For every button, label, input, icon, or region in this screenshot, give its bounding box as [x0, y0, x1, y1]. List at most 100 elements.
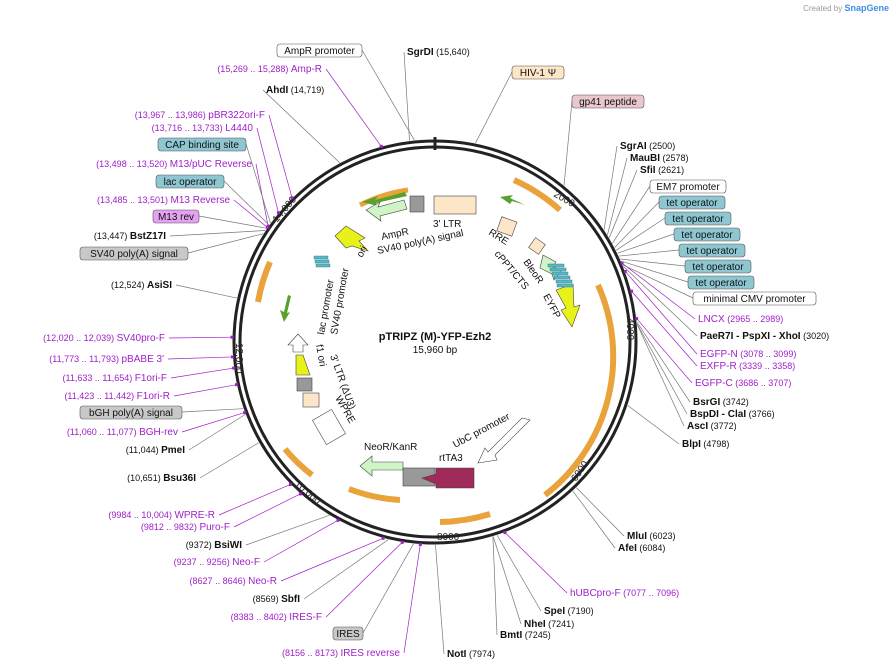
feature-ori-arrow [334, 225, 369, 252]
box-label-tet-operator-10: tet operator [666, 198, 718, 209]
box-tet-operator-12 [673, 227, 741, 242]
tick-label-12000: 12,000 [233, 343, 244, 374]
leader-box-em7-promoter-9 [612, 185, 651, 244]
site-pos-mlui: (6023) [647, 531, 676, 541]
leader-site-maubi [607, 157, 628, 235]
site-name-spei: SpeI [544, 606, 565, 617]
primer-name-lncx: LNCX [698, 314, 725, 325]
leader-site-mlui [576, 487, 625, 537]
site-pos-bmti: (7245) [522, 630, 551, 640]
primer-name-f1ori-r: F1ori-R [137, 391, 170, 402]
box-label-cap-binding-site-1: CAP binding site [165, 140, 239, 151]
leader-primer-puro-f [233, 493, 301, 528]
box-minimal-cmv-promoter-16 [692, 291, 817, 306]
site-bsu36i: (10,651) Bsu36I [127, 473, 196, 484]
feature-bleor-arrow [500, 195, 525, 205]
box-tet-operator-11 [664, 211, 732, 226]
feature-label-eyfp: EYFP [540, 292, 562, 321]
box-hiv-1-7 [511, 65, 565, 80]
site-name-bsu36i: Bsu36I [163, 473, 196, 484]
leader-primer-neo-f [263, 519, 339, 563]
box-label-sv40-poly-a-signal-4: SV40 poly(A) signal [90, 249, 178, 260]
leader-box-minimal-cmv-promoter-16 [622, 264, 694, 299]
leader-box-sv40-poly-a-signal-4 [187, 233, 264, 254]
snapgene-logo: SnapGene [844, 3, 889, 13]
leader-box-tet-operator-10 [614, 201, 660, 248]
site-pos-pmei: (11,044) [126, 445, 161, 455]
box-label-m13-rev-3: M13 rev [158, 212, 194, 223]
primer-pos-pbabe-3: (11,773 .. 11,793) [49, 354, 121, 364]
site-pos-nhei: (7241) [546, 619, 575, 629]
site-pos-bspdi-clai: (3766) [746, 409, 775, 419]
leader-primer-sv40pro-f [168, 336, 233, 339]
feature-label-f1ori: f1 ori [313, 344, 328, 368]
primer-name-pbabe-3: pBABE 3' [122, 354, 165, 365]
annotation-layer: SgrDI (15,640)AhdI (14,719)(13,447) BstZ… [43, 43, 829, 660]
leader-primer-egfp-c [636, 318, 693, 384]
leader-box-ampr-promoter-0 [361, 49, 415, 141]
site-name-nhei: NheI [524, 619, 546, 630]
primer-mark-pbabe-3 [231, 355, 235, 359]
site-bsrgi: BsrGI (3742) [693, 397, 749, 408]
leader-primer-l4440 [256, 127, 279, 213]
leader-box-cap-binding-site-1 [245, 143, 271, 224]
feature-f1ori-arrow [287, 333, 309, 353]
primer-pos-puro-f: (9812 .. 9832) [141, 522, 200, 532]
primer-pos-amp-r: (15,269 .. 15,288) [217, 64, 291, 74]
leader-primer-neo-r [280, 537, 384, 582]
feature-sv40-arrow [280, 295, 291, 322]
primer-name-egfp-c: EGFP-C [695, 378, 733, 389]
primer-pos-f1ori-f: (11,633 .. 11,654) [63, 373, 135, 383]
feature-gap-box [296, 377, 313, 392]
feature-arc-puro [512, 177, 563, 213]
tick-label-4000: 4000 [624, 318, 635, 341]
box-label-tet-operator-15: tet operator [695, 278, 747, 289]
box-bgh-poly-a-signal-5 [79, 405, 183, 420]
feature-lac-block [313, 255, 331, 268]
box-label-tet-operator-13: tet operator [686, 246, 738, 257]
site-noti: NotI (7974) [447, 649, 495, 660]
site-bstz17i: (13,447) BstZ17I [94, 231, 166, 242]
leader-site-bsu36i [199, 442, 259, 479]
leader-primer-f1ori-f [170, 367, 234, 379]
feature-wpre-box-small [302, 392, 320, 408]
site-spei: SpeI (7190) [544, 606, 594, 617]
primer-name-exfp-r: EXFP-R [700, 361, 737, 372]
site-ahdi: AhdI (14,719) [266, 85, 324, 96]
leader-site-asisi [175, 284, 237, 299]
feature-rtta3-arrow [421, 467, 475, 489]
site-sgrai: SgrAI (2500) [620, 141, 675, 152]
feature-ubc-arrow [477, 417, 531, 464]
primer-name-hubcpro-f: hUBCpro-F [570, 588, 621, 599]
feature-arc-ires [439, 511, 491, 525]
primer-name-sv40pro-f: SV40pro-F [117, 333, 165, 344]
site-name-mlui: MluI [627, 531, 647, 542]
leader-site-sgrai [603, 145, 618, 230]
site-pos-noti: (7974) [466, 649, 495, 659]
leader-box-m13-rev-3 [198, 215, 267, 229]
primer-pos-ires-f: (8383 .. 8402) [231, 612, 290, 622]
primer-amp-r: (15,269 .. 15,288) Amp-R [217, 64, 322, 75]
feature-arc-neo [347, 486, 401, 503]
primer-pos-sv40pro-f: (12,020 .. 12,039) [43, 333, 117, 343]
box-label-gp41-peptide-8: gp41 peptide [579, 97, 637, 108]
site-name-sgrai: SgrAI [620, 141, 647, 152]
feature-label-cppt: cPPT/CTS [492, 249, 531, 293]
leader-primer-wpre-r [218, 484, 291, 516]
feature-arc-wpre [282, 447, 314, 478]
box-lac-operator-2 [155, 174, 225, 189]
site-sfii: SfiI (2621) [640, 165, 684, 176]
primer-mark-m13-reverse [265, 225, 269, 229]
primer-pos-hubcpro-f: (7077 .. 7096) [621, 588, 680, 598]
site-asisi: (12,524) AsiSI [111, 280, 172, 291]
primer-mark-neo-f [336, 518, 340, 522]
leader-box-ires-6 [362, 543, 414, 634]
leader-site-bsiwi [245, 514, 330, 546]
feature-label-neor: NeoR/KanR [364, 442, 417, 453]
leader-site-sgrdi [403, 51, 410, 141]
box-label-lac-operator-2: lac operator [164, 177, 217, 188]
feature-ampr-arrow [362, 192, 407, 206]
primer-name-amp-r: Amp-R [291, 64, 322, 75]
primer-mark-puro-f [298, 492, 302, 496]
